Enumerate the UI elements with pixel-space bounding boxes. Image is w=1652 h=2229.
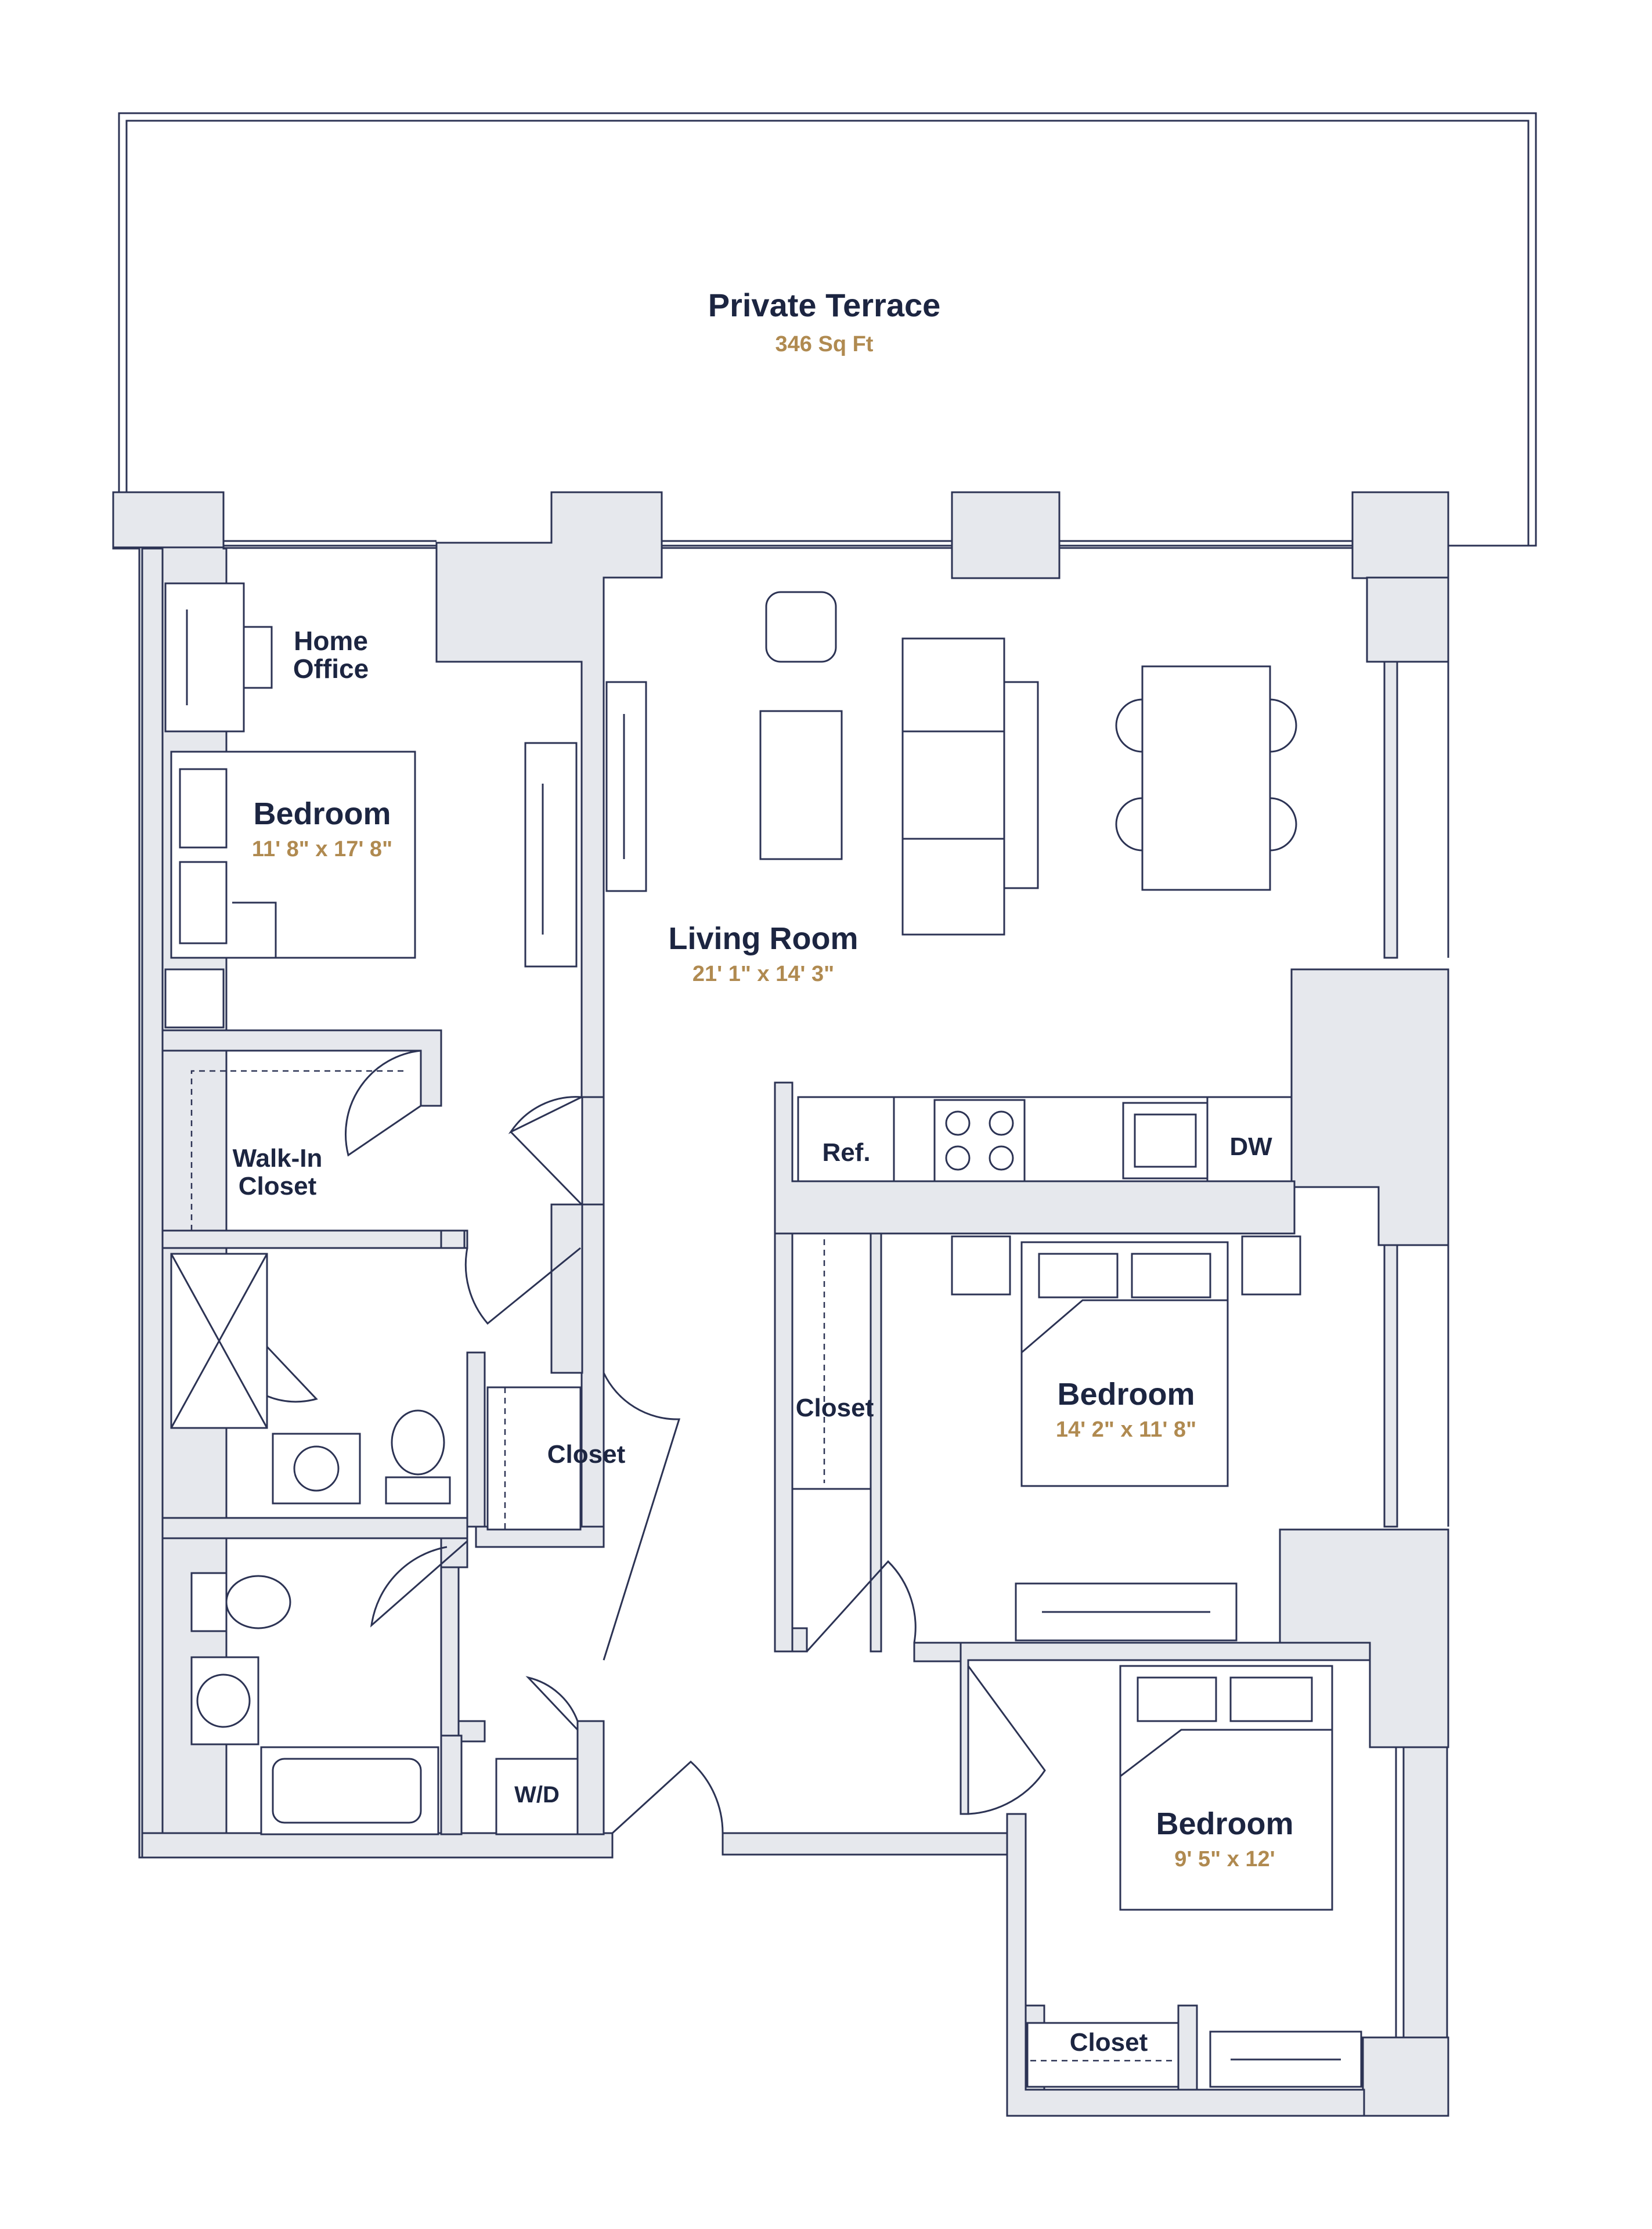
- home-office-label-line1: Home: [294, 626, 368, 656]
- bedroom-1-name: Bedroom: [253, 796, 391, 831]
- door-swings: [266, 1049, 1046, 1834]
- private-terrace: [118, 112, 1537, 547]
- washer-dryer-label: W/D: [514, 1782, 560, 1808]
- furniture: [164, 582, 1362, 2088]
- windows: [223, 540, 1449, 2037]
- bedroom-2-name: Bedroom: [1057, 1377, 1195, 1412]
- bedroom-2-dimensions: 14' 2" x 11' 8": [1056, 1418, 1196, 1442]
- terrace-area: 346 Sq Ft: [775, 332, 874, 356]
- walk-in-closet-label-line1: Walk-In: [233, 1144, 323, 1173]
- living-room-dimensions: 21' 1" x 14' 3": [692, 962, 834, 986]
- bedroom-3-closet-label: Closet: [1070, 2028, 1148, 2057]
- bedroom-3-dimensions: 9' 5" x 12': [1174, 1847, 1275, 1871]
- labels: Private Terrace 346 Sq Ft Home Office Be…: [233, 287, 1294, 2057]
- walk-in-closet-label-line2: Closet: [239, 1172, 317, 1200]
- hall-closet-label: Closet: [547, 1440, 626, 1469]
- bedroom-3-name: Bedroom: [1156, 1806, 1293, 1841]
- walls: [112, 491, 1449, 2117]
- refrigerator-label: Ref.: [822, 1138, 870, 1167]
- bedroom-2-closet-label: Closet: [796, 1394, 874, 1422]
- terrace-name: Private Terrace: [708, 287, 941, 323]
- home-office-label-line2: Office: [293, 654, 369, 684]
- dishwasher-label: DW: [1229, 1132, 1272, 1161]
- bedroom-1-dimensions: 11' 8" x 17' 8": [252, 837, 392, 861]
- living-room-name: Living Room: [669, 921, 859, 956]
